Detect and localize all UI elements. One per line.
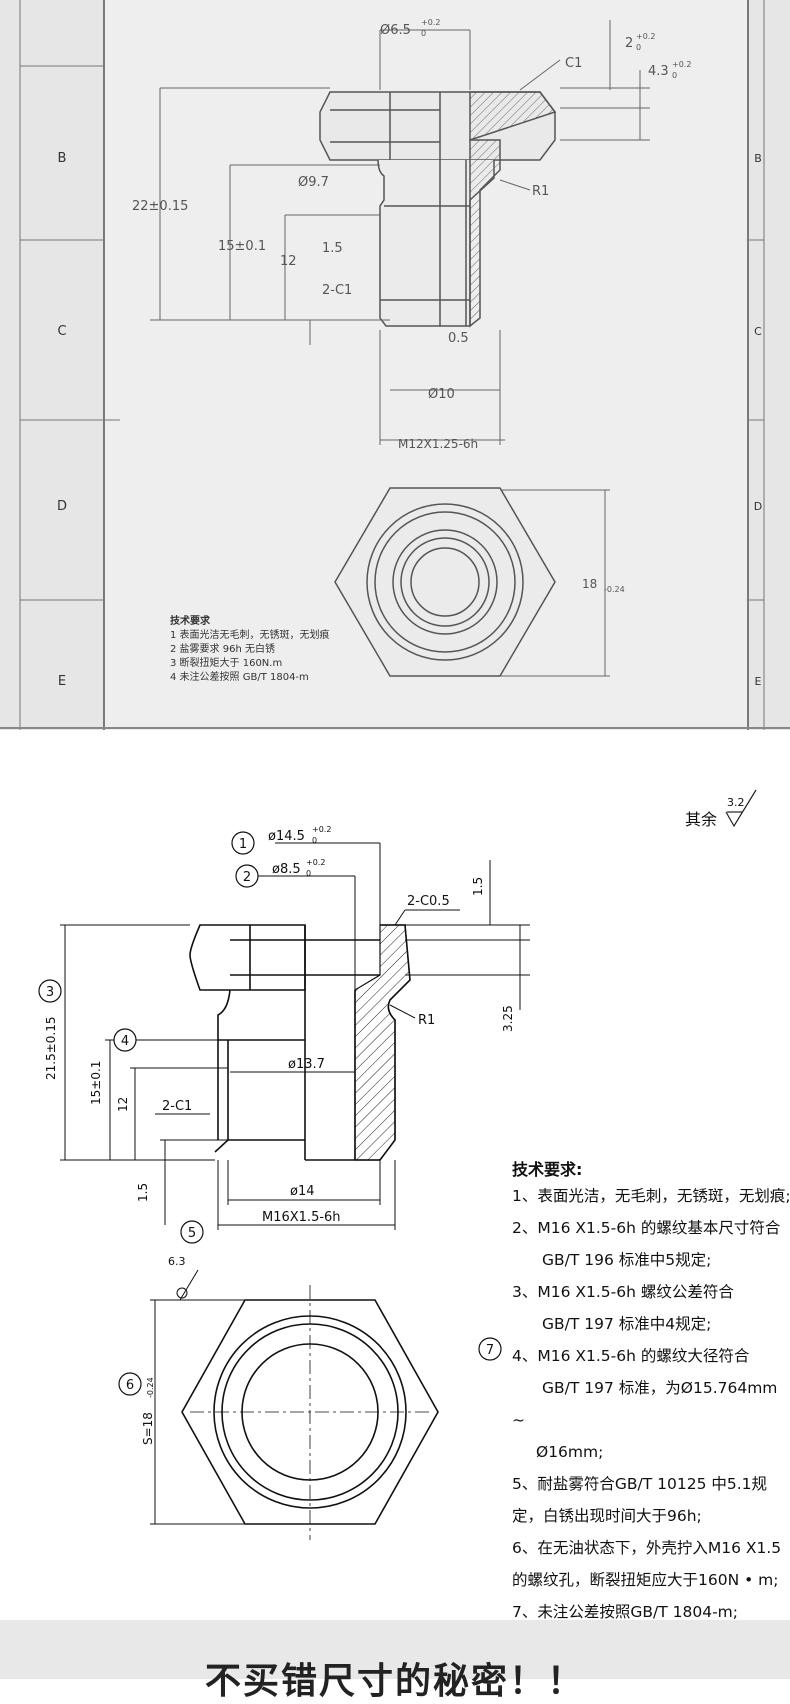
- top-dim-len-22: 22±0.15: [132, 199, 188, 214]
- dim-d14-5: ø14.5: [268, 829, 305, 844]
- top-dim-2-tol-zero: 0: [636, 43, 641, 52]
- separator: [0, 730, 790, 770]
- note-line: 4、M16 X1.5-6h 的螺纹大径符合: [512, 1347, 750, 1365]
- roughness-prefix: 其余: [685, 810, 717, 829]
- section-hatch: [354, 924, 411, 1161]
- technical-requirements: 技术要求: 1、表面光洁，无毛刺，无锈斑，无划痕; 2、M16 X1.5-6h …: [512, 1156, 790, 1628]
- note-line: 5、耐盐雾符合GB/T 10125 中5.1规: [512, 1475, 768, 1493]
- note-line: 3、M16 X1.5-6h 螺纹公差符合: [512, 1283, 734, 1301]
- grid-label-b: B: [58, 151, 67, 166]
- top-dim-len-1-5: 1.5: [322, 241, 343, 256]
- dim-hex-s: S=18: [141, 1412, 155, 1445]
- note-line: ~: [512, 1411, 525, 1429]
- dim-d8-5-tol-plus: +0.2: [306, 858, 325, 867]
- dim-d8-5-tol-zero: 0: [306, 869, 311, 878]
- dim-d14: ø14: [290, 1184, 315, 1199]
- grid-label-c: C: [57, 324, 66, 339]
- top-dim-r1: R1: [532, 184, 549, 199]
- grid-label-b-right: B: [754, 152, 762, 165]
- balloon-2: 2: [243, 870, 251, 885]
- top-technical-notes: 技术要求 1 表面光洁无毛刺，无锈斑，无划痕 2 盐雾要求 96h 无白锈 3 …: [170, 615, 330, 685]
- scanned-drawing-panel: B C D E B C D E: [0, 0, 790, 730]
- top-dim-len-15: 15±0.1: [218, 239, 266, 254]
- top-dim-d6-5: Ø6.5: [380, 23, 411, 38]
- balloon-3: 3: [46, 985, 54, 1000]
- bottom-banner: 不买错尺寸的秘密！！: [0, 1620, 790, 1702]
- dim-21-5: 21.5±0.15: [44, 1017, 58, 1081]
- top-dimension-lines: [150, 20, 650, 677]
- banner-text: 不买错尺寸的秘密！！: [204, 1661, 585, 1702]
- bottom-dimension-lines: [60, 842, 530, 1230]
- top-note-line: 3 断裂扭矩大于 160N.m: [170, 658, 283, 669]
- balloon-6: 6: [126, 1378, 134, 1393]
- dim-1-5-right: 1.5: [471, 877, 485, 896]
- grid-label-c-right: C: [754, 325, 762, 338]
- clean-drawing-svg: 其余 3.2: [38, 789, 757, 1540]
- top-hex-view: [334, 487, 556, 677]
- top-dim-4-3: 4.3: [648, 64, 669, 79]
- dim-15: 15±0.1: [89, 1061, 103, 1105]
- dim-d14-5-tol-plus: +0.2: [312, 825, 331, 834]
- grid-label-e: E: [58, 674, 66, 689]
- note-line: 7、未注公差按照GB/T 1804-m;: [512, 1603, 738, 1621]
- top-dim-2-c1: 2-C1: [322, 283, 352, 298]
- top-dim-c1: C1: [565, 56, 582, 71]
- dim-2-c1: 2-C1: [162, 1099, 192, 1114]
- top-dim-d6-5-tol-zero: 0: [421, 29, 426, 38]
- top-dim-d10: Ø10: [428, 387, 455, 402]
- top-dim-4-3-tol-zero: 0: [672, 71, 677, 80]
- note-line: 的螺纹孔，断裂扭矩应大于160N • m;: [512, 1571, 779, 1589]
- dim-thread: M16X1.5-6h: [262, 1210, 341, 1225]
- top-notes-title: 技术要求: [170, 616, 210, 627]
- balloon-5: 5: [188, 1226, 196, 1241]
- dim-d14-5-tol-zero: 0: [312, 836, 317, 845]
- hex-dimension-lines: [150, 1269, 245, 1525]
- roughness-hex: 6.3: [168, 1255, 186, 1268]
- top-note-line: 4 未注公差按照 GB/T 1804-m: [170, 672, 309, 683]
- balloon-1: 1: [239, 837, 247, 852]
- balloons: [38, 831, 502, 1396]
- note-line: GB/T 196 标准中5规定;: [542, 1251, 712, 1269]
- scanned-drawing-svg: B C D E B C D E: [0, 0, 790, 730]
- dim-12: 12: [116, 1097, 130, 1112]
- notes-title: 技术要求:: [512, 1160, 583, 1179]
- note-line: 6、在无油状态下，外壳拧入M16 X1.5: [512, 1539, 782, 1557]
- top-section-view: [319, 91, 557, 328]
- bottom-hex-view: [181, 1285, 439, 1540]
- top-dim-d6-5-tol-plus: +0.2: [421, 18, 440, 27]
- top-note-line: 2 盐雾要求 96h 无白锈: [170, 644, 275, 655]
- note-line: 2、M16 X1.5-6h 的螺纹基本尺寸符合: [512, 1219, 781, 1237]
- top-dim-d9-7: Ø9.7: [298, 175, 329, 190]
- top-dim-2: 2: [625, 36, 633, 51]
- top-dim-thread: M12X1.25-6h: [398, 437, 478, 451]
- roughness-symbol: [725, 789, 757, 828]
- roughness-value: 3.2: [727, 796, 745, 809]
- top-dim-hex-18: 18: [582, 577, 597, 591]
- note-line: 1、表面光洁，无毛刺，无锈斑，无划痕;: [512, 1187, 790, 1205]
- balloon-7: 7: [486, 1343, 494, 1358]
- dim-hex-tol: -0.24: [146, 1377, 155, 1398]
- grid-label-d-right: D: [754, 500, 762, 513]
- note-line: 定，白锈出现时间大于96h;: [512, 1507, 702, 1525]
- dim-r1: R1: [418, 1013, 435, 1028]
- dim-2-c0-5: 2-C0.5: [407, 894, 450, 909]
- dim-1-5-bottom: 1.5: [136, 1183, 150, 1202]
- note-line: GB/T 197 标准，为Ø15.764mm: [542, 1379, 778, 1397]
- note-line: Ø16mm;: [536, 1443, 604, 1461]
- top-note-line: 1 表面光洁无毛刺，无锈斑，无划痕: [170, 630, 330, 641]
- dim-3-25: 3.25: [501, 1005, 515, 1032]
- top-dim-len-12: 12: [280, 254, 297, 269]
- grid-label-e-right: E: [755, 675, 762, 688]
- top-dim-2-tol-plus: +0.2: [636, 32, 655, 41]
- grid-label-d: D: [57, 499, 67, 514]
- note-line: GB/T 197 标准中4规定;: [542, 1315, 712, 1333]
- dim-d13-7: ø13.7: [288, 1057, 325, 1072]
- top-dim-4-3-tol-plus: +0.2: [672, 60, 691, 69]
- balloon-4: 4: [121, 1034, 129, 1049]
- dim-d8-5: ø8.5: [272, 862, 301, 877]
- clean-drawing-panel: 其余 3.2: [0, 770, 790, 1621]
- top-dim-0-5: 0.5: [448, 331, 469, 346]
- top-dim-hex-18-tol: -0.24: [604, 585, 625, 594]
